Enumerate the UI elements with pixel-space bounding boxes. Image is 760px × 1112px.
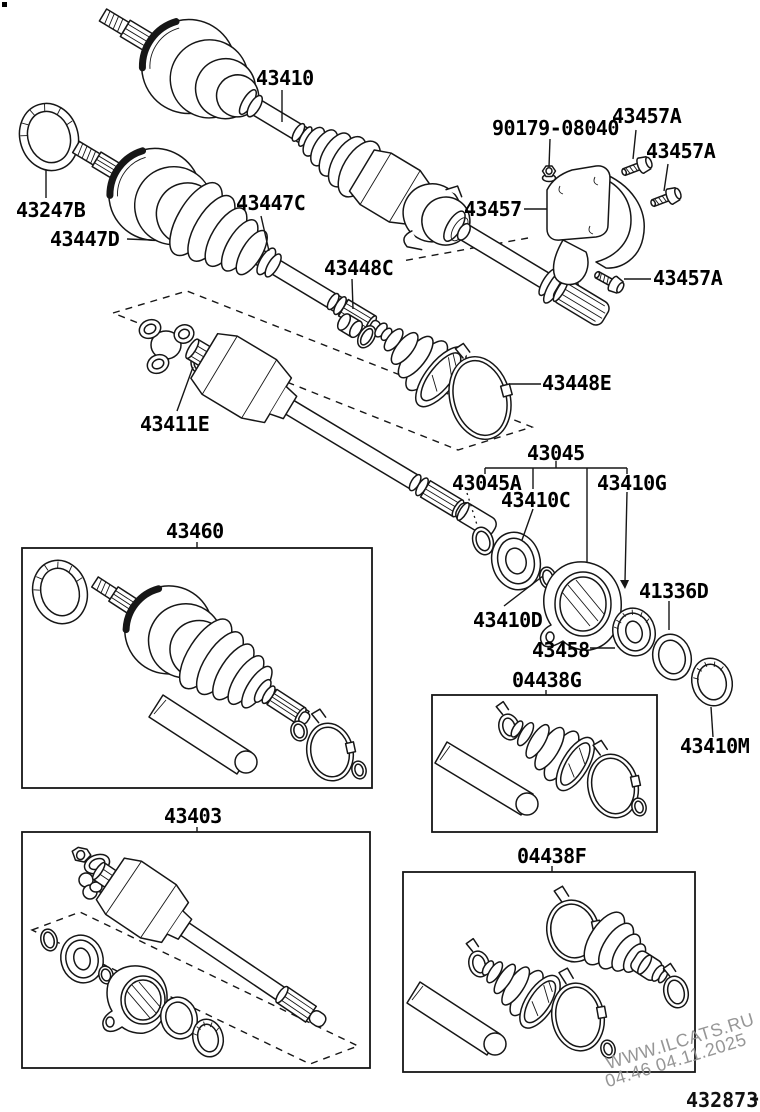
leader-lines — [45, 90, 714, 872]
diagram-code: 432873 — [686, 1088, 759, 1112]
inner-joint-and-shaft-drawing — [185, 332, 497, 537]
kit-43460-contents-drawing — [31, 559, 367, 782]
boot-clamp-43448e-drawing — [448, 342, 513, 441]
part-label-43411e[interactable]: 43411E — [140, 412, 210, 436]
part-label-43457a-1[interactable]: 43457A — [612, 104, 682, 128]
center-bearing-kit-43045-drawing — [471, 526, 734, 707]
part-label-43410g[interactable]: 43410G — [597, 471, 667, 495]
oil-seal-43247b-drawing — [18, 102, 80, 172]
bearing-43410c — [490, 531, 542, 591]
part-label-43403[interactable]: 43403 — [164, 804, 222, 828]
part-label-43457[interactable]: 43457 — [464, 197, 522, 221]
kit-04438f-contents-drawing — [406, 885, 690, 1059]
part-label-43247b[interactable]: 43247B — [16, 198, 86, 222]
diagram-code-dash: - — [749, 1086, 760, 1110]
part-label-43448c[interactable]: 43448C — [324, 256, 394, 280]
part-label-43447d[interactable]: 43447D — [50, 227, 120, 251]
drive-shaft-outboard-43447-drawing — [71, 140, 381, 334]
bearing-43458 — [612, 607, 656, 657]
part-label-43410m[interactable]: 43410M — [680, 734, 750, 758]
inboard-joint-cover-43448c-drawing — [336, 313, 377, 349]
part-label-43410c[interactable]: 43410C — [501, 488, 571, 512]
part-label-43457a-3[interactable]: 43457A — [653, 266, 723, 290]
part-label-43448e[interactable]: 43448E — [542, 371, 612, 395]
part-label-43458[interactable]: 43458 — [532, 638, 590, 662]
part-label-04438g[interactable]: 04438G — [512, 668, 582, 692]
bolt-43457a-icon — [647, 184, 684, 213]
part-label-43410[interactable]: 43410 — [256, 66, 314, 90]
kit-04438g-contents-drawing — [434, 700, 647, 819]
corner-mark — [2, 2, 7, 7]
kit-box-43403 — [21, 831, 371, 1069]
part-label-04438f[interactable]: 04438F — [517, 844, 587, 868]
part-label-43045[interactable]: 43045 — [527, 441, 585, 465]
part-label-43460[interactable]: 43460 — [166, 519, 224, 543]
bearing-bracket-43410d — [539, 561, 622, 651]
spacer-41336d — [651, 633, 693, 681]
kit-box-04438g — [431, 694, 658, 833]
bracket-nut-90179-drawing — [541, 165, 557, 183]
bolt-43457a-icon — [590, 266, 628, 297]
kit-43403-contents-drawing — [30, 846, 360, 1065]
drive-shaft-43410-drawing — [98, 8, 610, 326]
part-label-90179-08040[interactable]: 90179-08040 — [492, 116, 619, 140]
part-label-43410d[interactable]: 43410D — [473, 608, 543, 632]
part-label-43447c[interactable]: 43447C — [236, 191, 306, 215]
shaft-bracket-43457-drawing — [546, 165, 645, 286]
part-label-43045a[interactable]: 43045A — [452, 471, 522, 495]
part-label-43457a-2[interactable]: 43457A — [646, 139, 716, 163]
snap-ring-43045a — [471, 526, 495, 556]
part-label-41336d[interactable]: 41336D — [639, 579, 709, 603]
cover-43410m — [690, 657, 734, 707]
kit-box-04438f — [402, 871, 696, 1073]
